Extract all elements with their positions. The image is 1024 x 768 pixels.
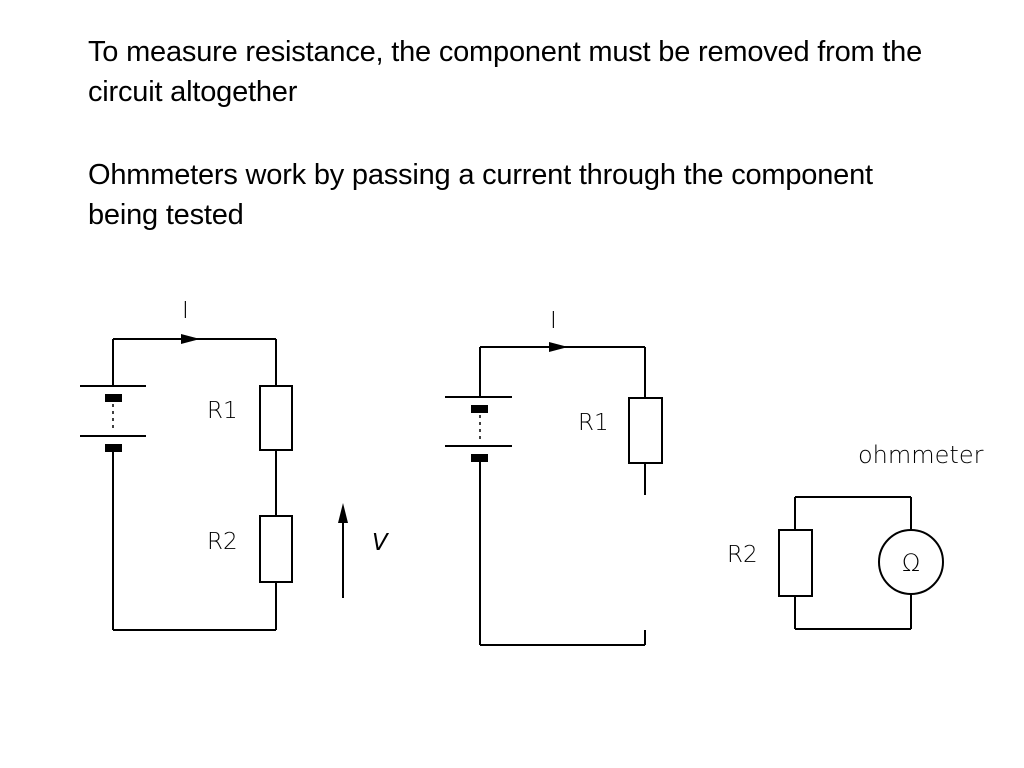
ohmmeter-circuit: ohmmeter R2 Ω: [727, 441, 984, 630]
ohmmeter-label: ohmmeter: [858, 441, 984, 469]
circuit1-r2-label: R2: [207, 529, 238, 555]
circuit1-r1-label: R1: [207, 398, 238, 424]
series-circuit: I R1 R2 V: [80, 298, 390, 631]
circuit1-battery: [80, 385, 146, 452]
ohmmeter-dial: [878, 529, 944, 595]
circuit1-current-label: I: [182, 298, 189, 324]
circuit2-battery: [445, 396, 512, 462]
voltage-label: V: [372, 530, 390, 556]
voltage-arrow: [338, 503, 348, 598]
ohmmeter-r2-label: R2: [727, 542, 758, 568]
ohmmeter-r2-resistor: [778, 529, 813, 597]
circuit1-r1-resistor: [259, 385, 293, 451]
circuit2-wires: [479, 346, 646, 646]
circuit1-wires: [112, 338, 277, 631]
ohmmeter-wires: [794, 496, 912, 630]
circuit1-current-arrow: [181, 334, 200, 344]
circuit2-current-arrow: [549, 342, 568, 352]
circuit1-r2-resistor: [259, 515, 293, 583]
circuit2-r1-resistor: [628, 397, 663, 464]
paragraph-ohmmeter-current: Ohmmeters work by passing a current thro…: [88, 159, 873, 231]
paragraph-remove-component: To measure resistance, the component mus…: [88, 36, 923, 108]
circuit2-r1-label: R1: [578, 410, 609, 436]
ohm-symbol-icon: Ω: [902, 549, 920, 577]
open-circuit: I R1: [445, 308, 663, 646]
circuit2-current-label: I: [550, 308, 557, 334]
